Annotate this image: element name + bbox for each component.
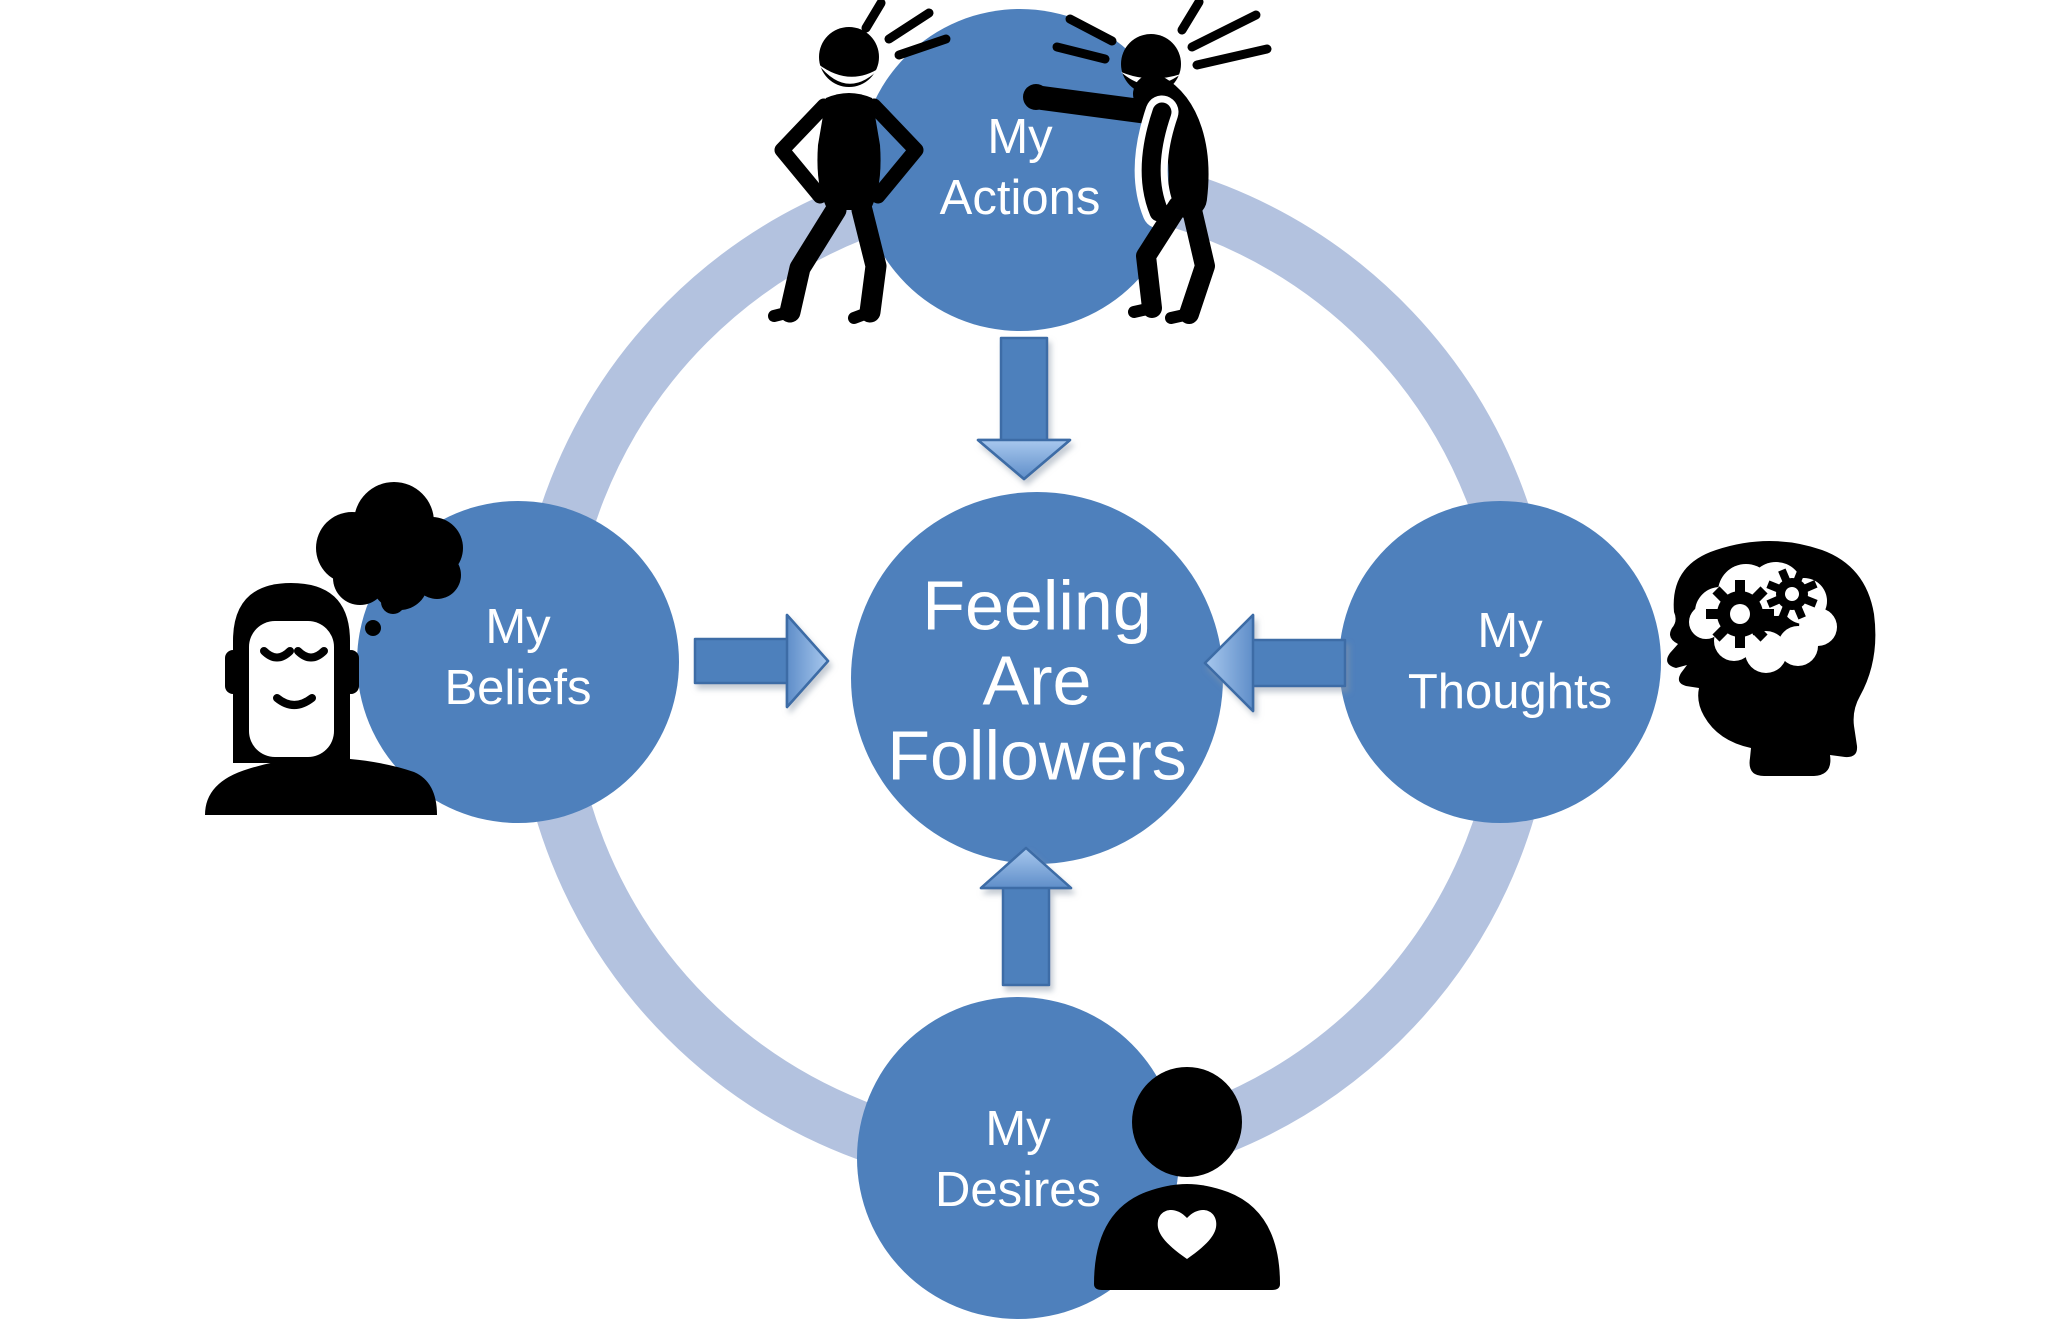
label-line: Feeling bbox=[922, 566, 1152, 645]
label-line: Actions bbox=[939, 171, 1101, 225]
label-line: My bbox=[985, 1102, 1051, 1156]
label-line: Beliefs bbox=[444, 661, 592, 715]
label-line: Desires bbox=[934, 1163, 1102, 1217]
node-label-actions: My Actions bbox=[940, 107, 1101, 229]
thinking-person-thought-bubble-icon bbox=[205, 482, 463, 815]
label-line: Are bbox=[982, 641, 1092, 720]
label-line: My bbox=[1477, 604, 1543, 658]
arrow-from-thoughts bbox=[1203, 613, 1347, 713]
node-label-feelings: Feeling Are Followers bbox=[887, 566, 1187, 795]
arrow-from-beliefs bbox=[693, 613, 830, 709]
label-line: My bbox=[485, 600, 551, 654]
node-circle-actions bbox=[859, 9, 1181, 331]
label-line: Thoughts bbox=[1407, 665, 1613, 719]
node-label-thoughts: My Thoughts bbox=[1408, 601, 1612, 723]
node-circle-feelings bbox=[851, 492, 1223, 864]
node-circle-thoughts bbox=[1339, 501, 1661, 823]
node-circle-desires bbox=[857, 997, 1179, 1319]
gear-large-icon bbox=[1706, 580, 1774, 648]
arrow-from-actions bbox=[976, 336, 1072, 481]
head-with-gears-icon bbox=[1667, 541, 1876, 776]
heart-icon bbox=[1157, 1209, 1217, 1259]
gear-small-icon bbox=[1766, 568, 1818, 620]
arguing-people-icon bbox=[768, 0, 1272, 324]
arrow-from-desires bbox=[979, 846, 1073, 987]
label-line: My bbox=[987, 110, 1053, 164]
person-with-heart-icon bbox=[1094, 1067, 1280, 1290]
node-label-beliefs: My Beliefs bbox=[444, 597, 591, 719]
label-line: Followers bbox=[887, 716, 1187, 795]
node-label-desires: My Desires bbox=[935, 1099, 1101, 1221]
